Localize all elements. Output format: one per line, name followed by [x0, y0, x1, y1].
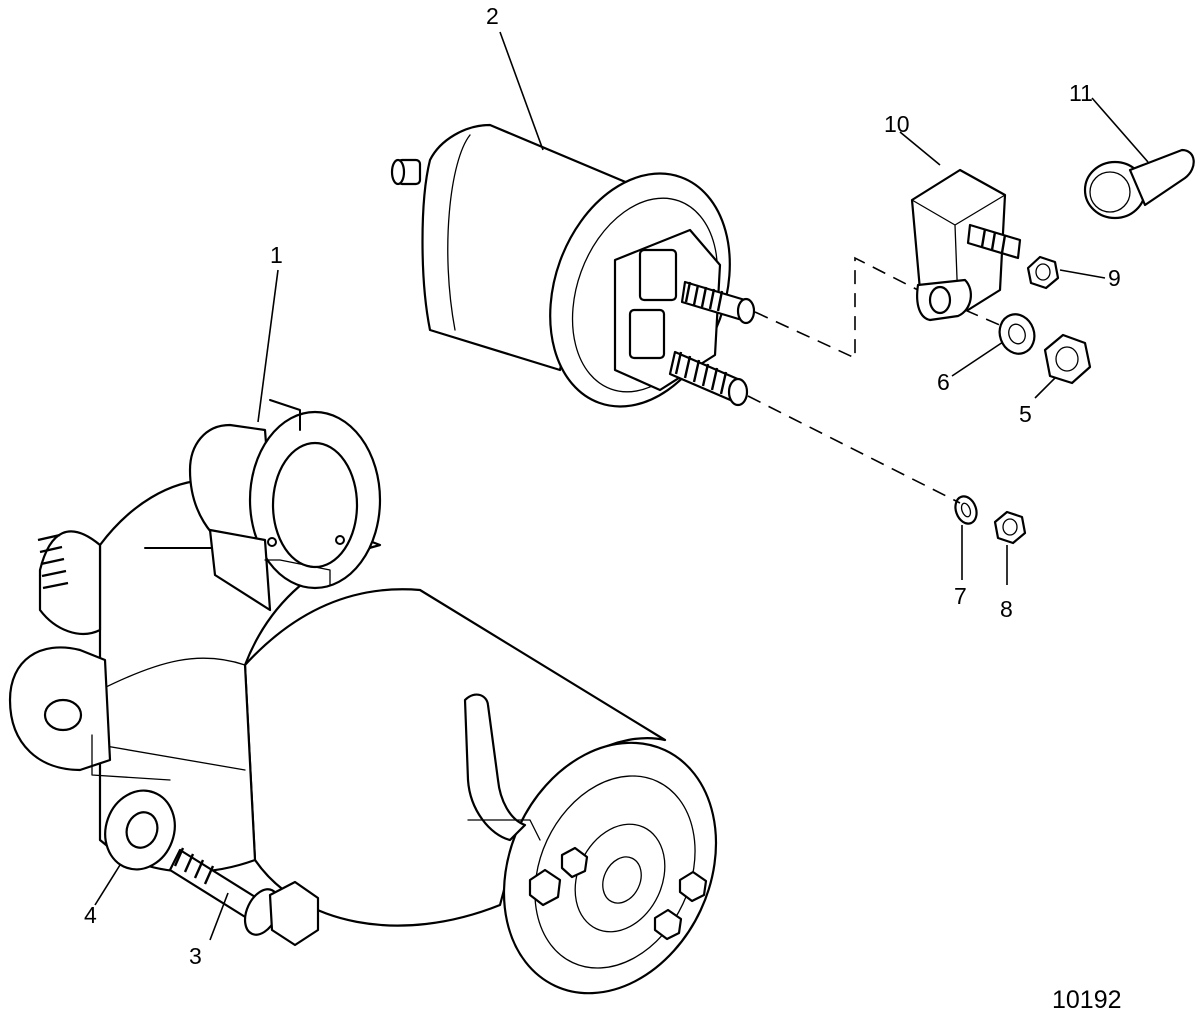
terminal-boot-part-10 [910, 168, 1022, 322]
callout-1: 1 [270, 242, 283, 268]
lockwasher-part-7 [954, 495, 978, 525]
bolt-part-3 [168, 847, 320, 947]
alignment-lines [747, 256, 1003, 504]
leader-lines [94, 31, 1149, 941]
callout-7: 7 [954, 583, 967, 609]
nut-part-9 [1026, 255, 1060, 290]
callout-10: 10 [884, 111, 910, 137]
callout-6: 6 [937, 369, 950, 395]
callout-11: 11 [1069, 80, 1093, 106]
callout-3: 3 [189, 943, 202, 969]
callout-5: 5 [1019, 401, 1032, 427]
washer-part-4 [104, 789, 176, 871]
callout-4: 4 [84, 902, 97, 928]
washer-part-6 [998, 313, 1036, 355]
nut-part-5 [1043, 333, 1092, 385]
callout-2: 2 [486, 3, 499, 29]
figure-number: 10192 [1052, 986, 1122, 1012]
boot-part-11 [1083, 148, 1195, 220]
callout-8: 8 [1000, 596, 1013, 622]
callout-labels: 1 2 3 4 5 6 7 8 9 10 11 [84, 3, 1121, 969]
solenoid-mount-bracket [188, 399, 382, 612]
starter-motor [8, 478, 718, 995]
nut-part-8 [993, 510, 1027, 545]
callout-9: 9 [1108, 265, 1121, 291]
solenoid-part-2 [390, 123, 756, 408]
